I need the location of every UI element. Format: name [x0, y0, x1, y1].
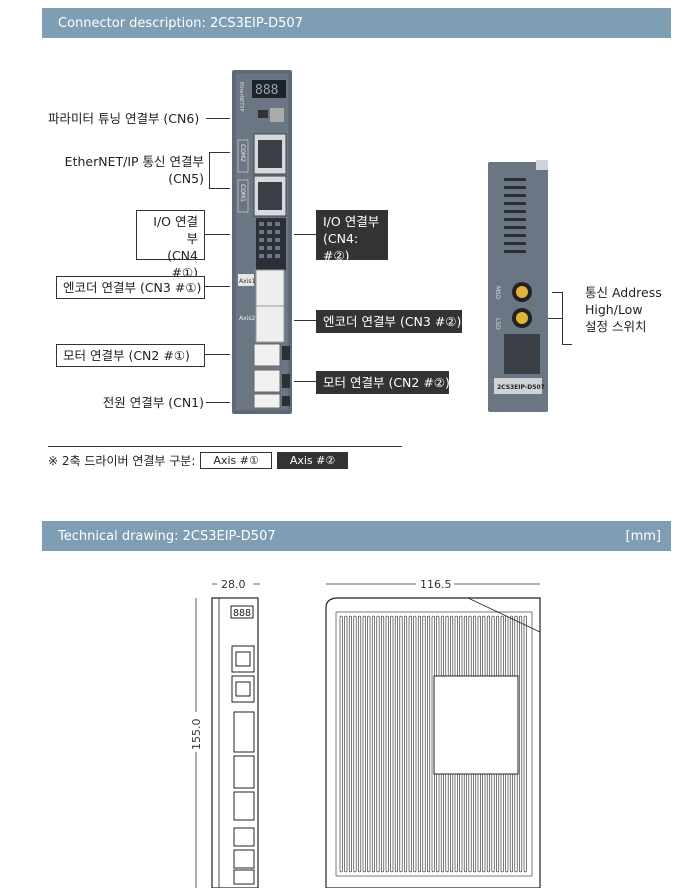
axis-legend-note: ※ 2축 드라이버 연결부 구분: Axis #① Axis #②	[48, 452, 349, 469]
heat-sink-fin	[362, 615, 366, 873]
heat-sink-fin	[385, 615, 389, 873]
heat-sink-fin	[408, 615, 412, 873]
label-cn1: 전원 연결부 (CN1)	[102, 395, 204, 410]
legend-axis2: Axis #②	[276, 452, 349, 469]
label-cn3-1: 엔코더 연결부 (CN3 #①)	[56, 276, 205, 299]
drawing-side-view: 116.5	[325, 577, 541, 888]
dim-depth: 116.5	[420, 578, 452, 591]
device-front-illustration: EtherNET/IP 888 COM2 COM1 Axis1 Axis2	[232, 70, 292, 414]
switch-label-lsd: LSD	[494, 318, 501, 330]
heat-sink-fin	[422, 615, 426, 873]
heat-sink-fin	[367, 615, 371, 873]
label-cn2-1: 모터 연결부 (CN2 #①)	[56, 344, 205, 367]
port-label-com2: COM2	[239, 144, 246, 162]
section-header-connector: Connector description: 2CS3EIP-D507	[42, 8, 671, 38]
heat-sink-fin	[404, 615, 408, 873]
note-text: ※ 2축 드라이버 연결부 구분:	[48, 454, 196, 468]
label-cn5: EtherNET/IP 통신 연결부 (CN5)	[64, 154, 204, 186]
drawing-front-view: 28.0 155.0 888	[189, 577, 260, 888]
label-cn4-2: I/O 연결부 (CN4: #②)	[316, 210, 388, 263]
dim-height: 155.0	[190, 719, 203, 751]
heat-sink-fin	[353, 615, 357, 873]
device-brand-text: EtherNET/IP	[238, 82, 244, 112]
heat-sink-fin	[376, 615, 380, 873]
heat-sink-fin	[344, 615, 348, 873]
dim-width: 28.0	[221, 578, 246, 591]
section-title: Connector description: 2CS3EIP-D507	[58, 15, 303, 31]
heat-sink-fin	[394, 615, 398, 873]
unit-label: [mm]	[625, 528, 661, 544]
label-cn4-1: I/O 연결부 (CN4 #①)	[136, 210, 205, 280]
section-title: Technical drawing: 2CS3EIP-D507	[58, 528, 276, 544]
label-cn2-2: 모터 연결부 (CN2 #②)	[316, 371, 450, 394]
device-model-label: 2CS3EIP-D507	[497, 384, 545, 391]
section-header-drawing: Technical drawing: 2CS3EIP-D507 [mm]	[42, 521, 671, 551]
heat-sink-fin	[381, 615, 385, 873]
heat-sink-fin	[399, 615, 403, 873]
heat-sink-fin	[427, 615, 431, 873]
heat-sink-fin	[371, 615, 375, 873]
device-display: 888	[255, 83, 278, 98]
switch-label-msd: MSD	[494, 286, 501, 300]
device-side-illustration: MSD LSD 2CS3EIP-D507	[488, 160, 548, 412]
heat-sink-fin	[348, 615, 352, 873]
heat-sink-fin	[358, 615, 362, 873]
label-address-switch: 통신 Address High/Low 설정 스위치	[585, 285, 662, 334]
heat-sink-fin	[413, 615, 417, 873]
port-label-com1: COM1	[239, 184, 246, 202]
heat-sink-fin	[417, 615, 421, 873]
heat-sink-fin	[519, 615, 523, 873]
heat-sink-fin	[339, 615, 343, 873]
heat-sink-fin	[390, 615, 394, 873]
axis2-label: Axis2	[239, 315, 255, 322]
legend-axis1: Axis #①	[200, 452, 272, 469]
label-cn3-2: 엔코더 연결부 (CN3 #②)	[316, 310, 462, 333]
heat-sink-fin	[523, 615, 527, 873]
axis1-label: Axis1	[239, 278, 255, 285]
drawing-display: 888	[233, 608, 251, 619]
label-cn6: 파라미터 튜닝 연결부 (CN6)	[48, 111, 200, 126]
